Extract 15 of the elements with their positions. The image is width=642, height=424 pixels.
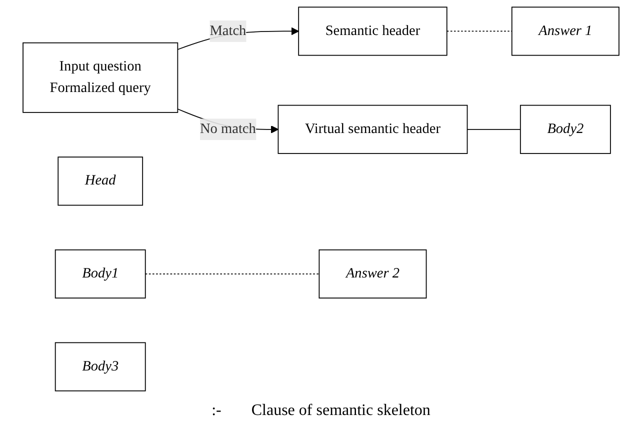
edge-label: Match — [210, 23, 246, 38]
node-box: Body3 — [54, 342, 146, 392]
connector — [446, 30, 512, 32]
note-text: Clause of semantic skeleton — [251, 402, 430, 420]
node-box: Input question Formalized query — [22, 42, 178, 113]
node-box: Answer 1 — [511, 6, 620, 56]
connector — [466, 128, 521, 130]
node-box: Head — [58, 156, 144, 206]
edge-label: No match — [200, 121, 256, 137]
note-text: :- — [212, 402, 222, 420]
node-box: Answer 2 — [318, 249, 427, 298]
node-box: Semantic header — [298, 6, 448, 56]
node-box: Body1 — [54, 249, 146, 298]
node-box: Body2 — [520, 104, 611, 154]
node-box: Virtual semantic header — [278, 104, 468, 154]
